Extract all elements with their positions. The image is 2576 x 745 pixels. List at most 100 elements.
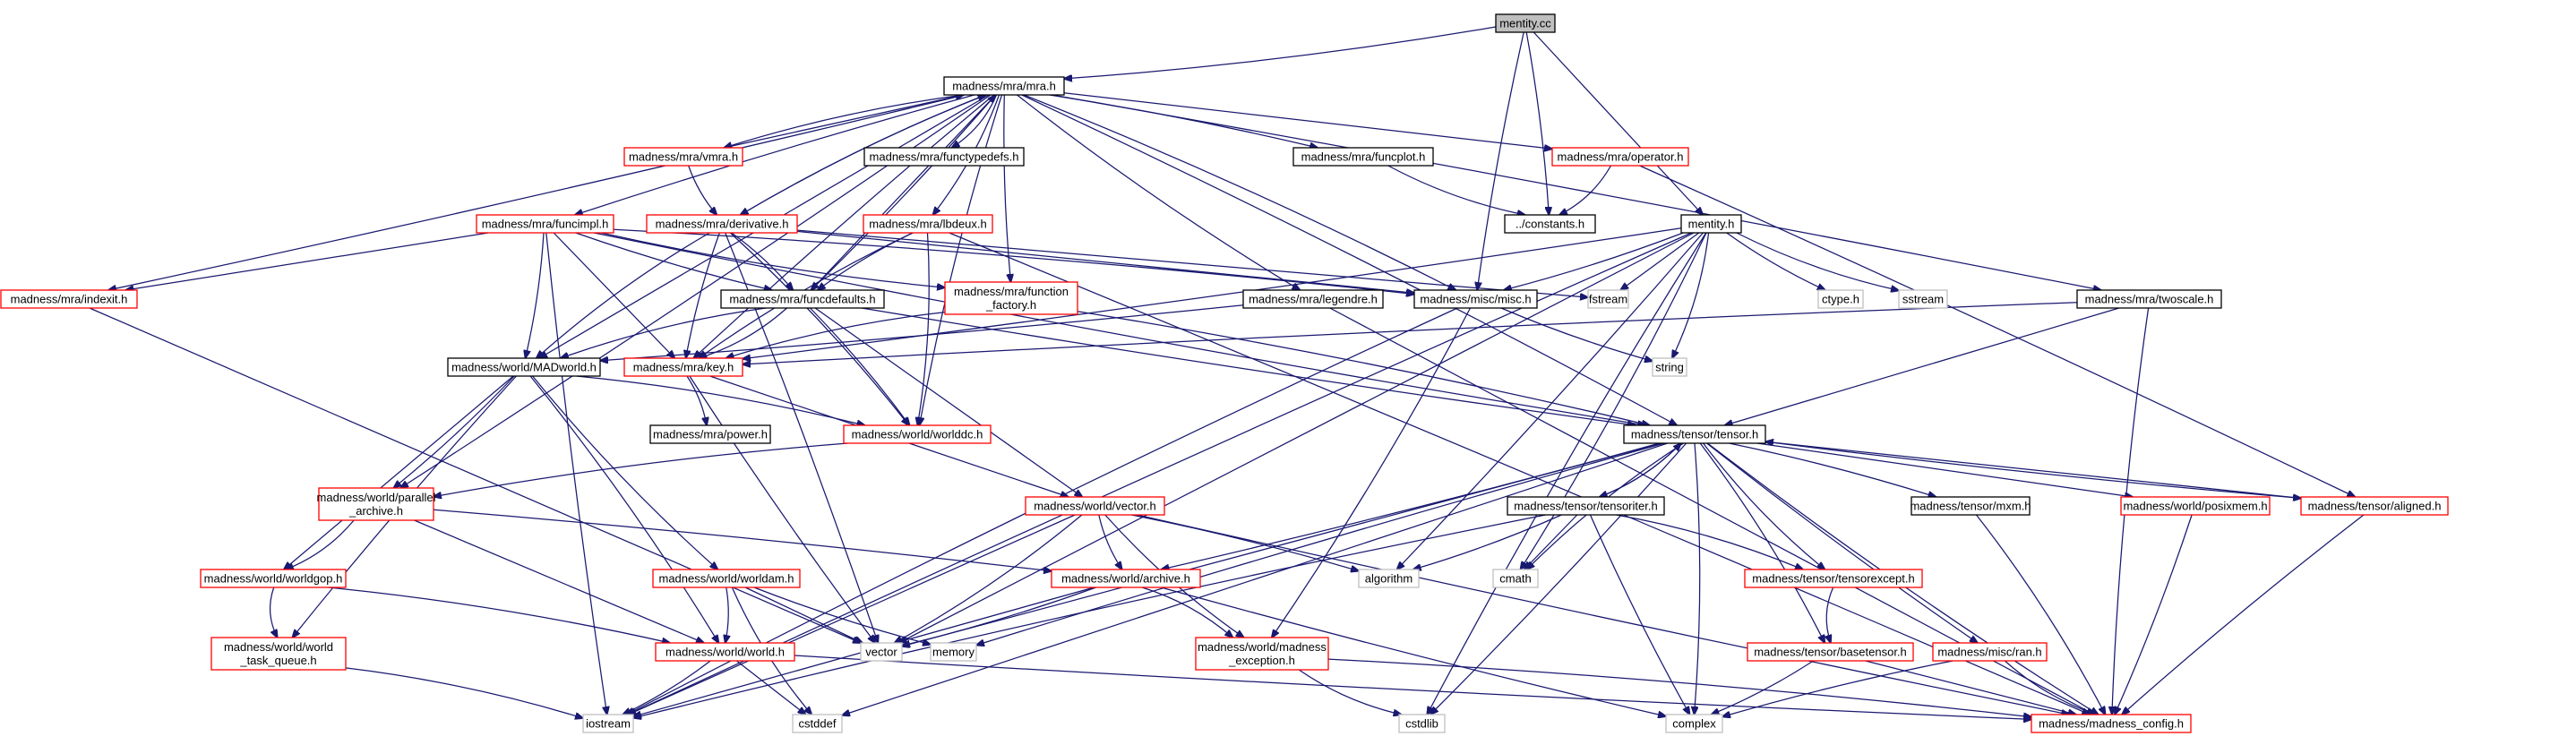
edge-tensorexcept_h-to-basetensor_h <box>1826 587 1834 643</box>
node-cstdlib-label-0: cstdlib <box>1405 717 1438 731</box>
node-tensoriter_h[interactable]: madness/tensor/tensoriter.h <box>1507 496 1665 516</box>
edge-misc_h-to-madness_exception_h <box>1272 307 1472 638</box>
node-mra_h[interactable]: madness/mra/mra.h <box>943 76 1065 96</box>
edge-madness_exception_h-to-madness_config_h <box>1327 658 2031 717</box>
node-power_h[interactable]: madness/mra/power.h <box>649 424 771 444</box>
node-parallel_archive_h-label-1: _archive.h <box>348 504 403 518</box>
node-mentity_cc-label-0: mentity.cc <box>1499 17 1551 30</box>
node-function_factory_h[interactable]: madness/mra/function_factory.h <box>944 281 1078 315</box>
node-madworld_h-label-0: madness/world/MADworld.h <box>451 361 597 374</box>
node-vector_h[interactable]: madness/world/vector.h <box>1025 496 1165 516</box>
node-constants_h-label-0: ../constants.h <box>1516 218 1584 231</box>
node-tensorexcept_h[interactable]: madness/tensor/tensorexcept.h <box>1744 569 1923 588</box>
node-constants_h-box <box>1504 214 1596 234</box>
node-tensoriter_h-box <box>1507 496 1665 516</box>
edge-key_h-to-vector <box>689 375 875 643</box>
node-functypedefs_h[interactable]: madness/mra/functypedefs.h <box>863 147 1025 167</box>
node-algorithm: algorithm <box>1358 569 1420 588</box>
node-indexit_h[interactable]: madness/mra/indexit.h <box>0 289 138 309</box>
node-operator_h-box <box>1551 147 1689 167</box>
node-madworld_h-box <box>447 357 601 377</box>
node-archive_h-label-0: madness/world/archive.h <box>1061 572 1190 586</box>
node-posixmem_h[interactable]: madness/world/posixmem.h <box>2120 496 2271 516</box>
node-basetensor_h[interactable]: madness/tensor/basetensor.h <box>1747 642 1914 662</box>
node-memory: memory <box>930 642 977 662</box>
node-funcplot_h[interactable]: madness/mra/funcplot.h <box>1292 147 1434 167</box>
node-parallel_archive_h[interactable]: madness/world/parallel_archive.h <box>317 487 436 521</box>
node-world_task_queue_h[interactable]: madness/world/world_task_queue.h <box>210 637 347 671</box>
node-indexit_h-label-0: madness/mra/indexit.h <box>11 293 128 306</box>
node-key_h[interactable]: madness/mra/key.h <box>623 357 743 377</box>
node-misc_h[interactable]: madness/misc/misc.h <box>1413 289 1538 309</box>
edge-mra_h-to-legendre_h <box>1017 94 1301 290</box>
node-vmra_h[interactable]: madness/mra/vmra.h <box>623 147 743 167</box>
node-funcimpl_h[interactable]: madness/mra/funcimpl.h <box>476 214 614 234</box>
node-mentity_cc[interactable]: mentity.cc <box>1495 13 1556 33</box>
node-derivative_h[interactable]: madness/mra/derivative.h <box>646 214 798 234</box>
node-aligned_h[interactable]: madness/tensor/aligned.h <box>2300 496 2449 516</box>
node-worldam_h-box <box>652 569 801 588</box>
edge-vector_h-to-archive_h <box>1098 514 1122 569</box>
node-basetensor_h-label-0: madness/tensor/basetensor.h <box>1754 646 1907 659</box>
node-world_task_queue_h-label-0: madness/world/world <box>224 640 333 654</box>
edge-funcdefaults_h-to-worlddc_h <box>810 307 910 425</box>
edge-mentity_h-to-vector <box>898 232 1695 643</box>
node-madworld_h[interactable]: madness/world/MADworld.h <box>447 357 601 377</box>
node-constants_h[interactable]: ../constants.h <box>1504 214 1596 234</box>
edge-mentity_cc-to-mra_h <box>1064 26 1497 79</box>
edge-tensor_h-to-ran_h <box>1706 442 1978 643</box>
edge-ran_h-to-madness_config_h <box>2004 660 2096 715</box>
node-mentity_cc-box <box>1495 13 1556 33</box>
edge-tensor_h-to-cstdlib <box>1430 442 1687 715</box>
edge-lbdeux_h-to-worlddc_h <box>918 232 930 425</box>
node-worldgop_h[interactable]: madness/world/worldgop.h <box>200 569 347 588</box>
edge-key_h-to-power_h <box>686 375 707 425</box>
node-twoscale_h[interactable]: madness/mra/twoscale.h <box>2076 289 2222 309</box>
edge-tensoriter_h-to-complex <box>1589 514 1690 715</box>
edge-vector_h-to-algorithm <box>1130 514 1359 571</box>
node-worlddc_h[interactable]: madness/world/worlddc.h <box>843 424 992 444</box>
node-worlddc_h-box <box>843 424 992 444</box>
edge-vector_h-to-iostream <box>628 514 1076 715</box>
node-vector: vector <box>860 642 903 662</box>
edge-twoscale_h-to-key_h <box>743 302 2078 364</box>
edge-tensor_h-to-tensoriter_h <box>1600 442 1682 497</box>
node-world_h[interactable]: madness/world/world.h <box>655 642 795 662</box>
node-funcdefaults_h-label-0: madness/mra/funcdefaults.h <box>729 293 875 306</box>
edge-funcdefaults_h-to-vector_h <box>814 307 1082 497</box>
node-sstream-box <box>1898 289 1948 309</box>
edge-basetensor_h-to-madness_config_h <box>1865 660 2076 715</box>
edge-mra_h-to-funcimpl_h <box>575 94 975 215</box>
node-tensoriter_h-label-0: madness/tensor/tensoriter.h <box>1514 500 1657 513</box>
node-operator_h[interactable]: madness/mra/operator.h <box>1551 147 1689 167</box>
node-sstream-label-0: sstream <box>1902 293 1944 306</box>
node-mentity_h[interactable]: mentity.h <box>1680 214 1742 234</box>
node-worldam_h[interactable]: madness/world/worldam.h <box>652 569 801 588</box>
node-tensor_h-label-0: madness/tensor/tensor.h <box>1631 428 1758 441</box>
node-legendre_h[interactable]: madness/mra/legendre.h <box>1242 289 1384 309</box>
node-worlddc_h-label-0: madness/world/worlddc.h <box>852 428 983 441</box>
node-cstddef: cstddef <box>792 714 843 733</box>
edge-posixmem_h-to-madness_config_h <box>2115 514 2193 715</box>
node-ran_h[interactable]: madness/misc/ran.h <box>1932 642 2048 662</box>
node-tensor_h[interactable]: madness/tensor/tensor.h <box>1623 424 1766 444</box>
node-funcdefaults_h[interactable]: madness/mra/funcdefaults.h <box>720 289 885 309</box>
node-madness_exception_h[interactable]: madness/world/madness_exception.h <box>1195 637 1329 671</box>
edge-derivative_h-to-vector <box>725 232 879 643</box>
edges <box>89 26 2365 719</box>
node-funcimpl_h-box <box>476 214 614 234</box>
node-vector-label-0: vector <box>865 646 897 659</box>
edge-mra_h-to-operator_h <box>1063 92 1552 150</box>
node-archive_h[interactable]: madness/world/archive.h <box>1051 569 1201 588</box>
node-mra_h-label-0: madness/mra/mra.h <box>952 80 1056 93</box>
edge-indexit_h-to-vector <box>89 307 861 643</box>
node-madness_config_h[interactable]: madness/madness_config.h <box>2031 714 2192 733</box>
node-functypedefs_h-label-0: madness/mra/functypedefs.h <box>870 150 1019 164</box>
node-legendre_h-label-0: madness/mra/legendre.h <box>1249 293 1378 306</box>
edge-mra_h-to-key_h <box>693 94 994 358</box>
edge-mra_h-to-tensor_h <box>1021 94 1677 425</box>
node-lbdeux_h[interactable]: madness/mra/lbdeux.h <box>863 214 993 234</box>
edge-funcimpl_h-to-tensor_h <box>593 232 1645 425</box>
node-iostream-label-0: iostream <box>586 717 631 731</box>
node-mxm_h[interactable]: madness/tensor/mxm.h <box>1910 496 2031 516</box>
